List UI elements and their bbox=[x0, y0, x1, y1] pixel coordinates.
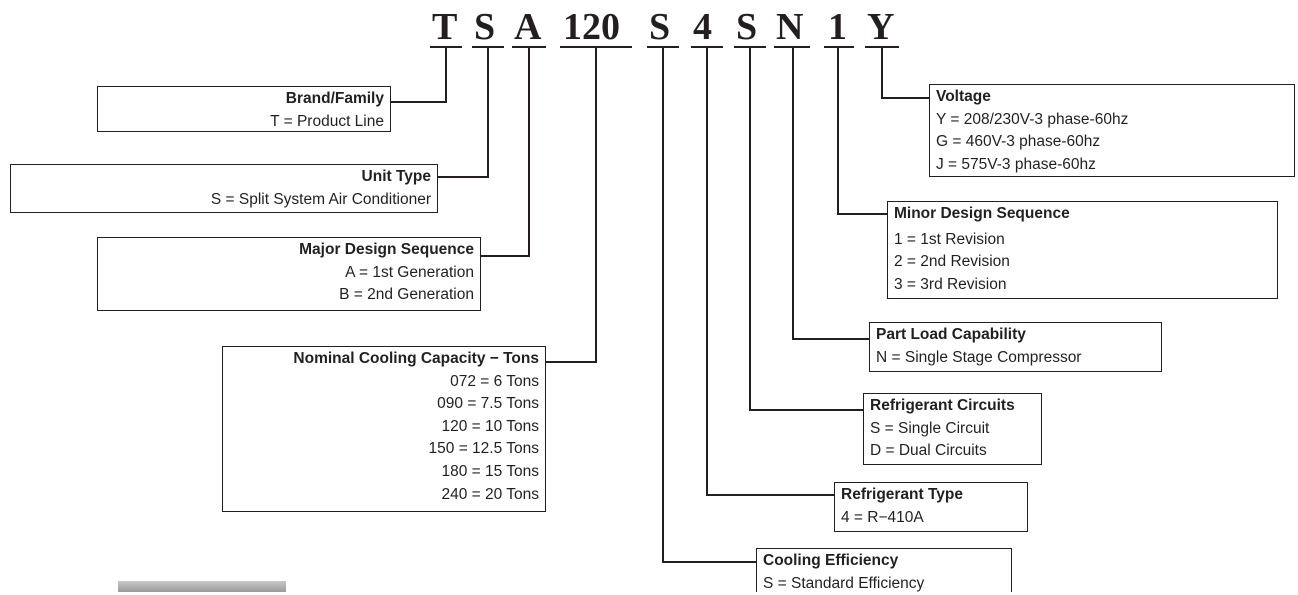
voltage-line: Y = 208/230V-3 phase-60hz bbox=[936, 110, 1129, 128]
code-underline bbox=[647, 46, 679, 48]
voltage-title: Voltage bbox=[936, 88, 991, 105]
capacity-line: 072 = 6 Tons bbox=[450, 372, 539, 390]
minor-design-line: 3 = 3rd Revision bbox=[894, 275, 1007, 293]
unit-type-title: Unit Type bbox=[361, 168, 431, 185]
code-underline bbox=[472, 46, 504, 48]
major-design-title: Major Design Sequence bbox=[299, 241, 474, 258]
refrigerant-circuits-line: D = Dual Circuits bbox=[870, 442, 987, 460]
part-load-box: Part Load Capability N = Single Stage Co… bbox=[869, 322, 1162, 372]
part-load-line: N = Single Stage Compressor bbox=[876, 348, 1082, 366]
refrigerant-circuits-box: Refrigerant Circuits S = Single Circuit … bbox=[863, 393, 1042, 465]
cooling-efficiency-title: Cooling Efficiency bbox=[763, 552, 899, 569]
code-char-ref-type: 4 bbox=[693, 6, 712, 48]
connector-major-design bbox=[480, 48, 530, 257]
code-char-unit-type: S bbox=[474, 6, 496, 48]
unit-type-box: Unit Type S = Split System Air Condition… bbox=[10, 164, 438, 213]
code-char-major-design: A bbox=[514, 6, 542, 48]
minor-design-line: 2 = 2nd Revision bbox=[894, 253, 1010, 271]
code-underline bbox=[512, 46, 546, 48]
refrigerant-circuits-title: Refrigerant Circuits bbox=[870, 397, 1015, 414]
code-underline bbox=[824, 46, 854, 48]
capacity-line: 120 = 10 Tons bbox=[441, 417, 539, 435]
refrigerant-type-box: Refrigerant Type 4 = R−410A bbox=[834, 482, 1028, 532]
unit-type-line: S = Split System Air Conditioner bbox=[210, 190, 431, 208]
connector-minor-design bbox=[837, 48, 888, 215]
major-design-box: Major Design Sequence A = 1st Generation… bbox=[97, 237, 481, 311]
voltage-box: Voltage Y = 208/230V-3 phase-60hz G = 46… bbox=[929, 84, 1295, 177]
brand-family-title: Brand/Family bbox=[285, 90, 384, 107]
code-underline bbox=[774, 46, 810, 48]
connector-ref-circuits bbox=[749, 48, 864, 411]
nominal-capacity-title: Nominal Cooling Capacity − Tons bbox=[293, 350, 539, 367]
code-char-ref-circuits: S bbox=[736, 6, 758, 48]
minor-design-line: 1 = 1st Revision bbox=[894, 230, 1005, 248]
cooling-efficiency-line: S = Standard Efficiency bbox=[763, 574, 925, 592]
capacity-line: 090 = 7.5 Tons bbox=[437, 395, 539, 413]
code-char-brand: T bbox=[432, 6, 458, 48]
refrigerant-type-line: 4 = R−410A bbox=[841, 508, 924, 526]
code-char-part-load: N bbox=[776, 6, 804, 48]
connector-part-load bbox=[792, 48, 870, 340]
code-underline bbox=[691, 46, 723, 48]
connector-ref-type bbox=[706, 48, 835, 496]
connector-cooling-eff bbox=[662, 48, 757, 563]
capacity-line: 150 = 12.5 Tons bbox=[428, 440, 539, 458]
voltage-line: J = 575V-3 phase-60hz bbox=[936, 155, 1096, 173]
code-char-minor-design: 1 bbox=[828, 6, 847, 48]
code-underline bbox=[865, 46, 899, 48]
major-design-line: A = 1st Generation bbox=[345, 263, 474, 281]
brand-family-box: Brand/Family T = Product Line bbox=[97, 86, 391, 132]
unit-photo-fragment bbox=[118, 581, 286, 592]
connector-capacity bbox=[545, 48, 597, 363]
code-underline bbox=[734, 46, 766, 48]
capacity-line: 180 = 15 Tons bbox=[441, 462, 539, 480]
minor-design-title: Minor Design Sequence bbox=[894, 205, 1070, 222]
connector-brand bbox=[390, 48, 447, 103]
code-char-voltage: Y bbox=[867, 6, 895, 48]
connector-unit-type bbox=[437, 48, 489, 178]
part-load-title: Part Load Capability bbox=[876, 326, 1026, 343]
minor-design-box: Minor Design Sequence 1 = 1st Revision 2… bbox=[887, 201, 1278, 299]
voltage-line: G = 460V-3 phase-60hz bbox=[936, 133, 1101, 151]
cooling-efficiency-box: Cooling Efficiency S = Standard Efficien… bbox=[756, 548, 1012, 592]
connector-voltage bbox=[881, 48, 930, 99]
code-underline bbox=[430, 46, 462, 48]
code-underline bbox=[560, 46, 632, 48]
refrigerant-type-title: Refrigerant Type bbox=[841, 486, 964, 503]
code-char-capacity: 120 bbox=[563, 6, 620, 48]
brand-family-line: T = Product Line bbox=[270, 112, 384, 130]
capacity-line: 240 = 20 Tons bbox=[441, 485, 539, 503]
major-design-line: B = 2nd Generation bbox=[339, 286, 474, 304]
refrigerant-circuits-line: S = Single Circuit bbox=[870, 419, 990, 437]
code-char-cooling-eff: S bbox=[649, 6, 671, 48]
nominal-capacity-box: Nominal Cooling Capacity − Tons 072 = 6 … bbox=[222, 346, 546, 512]
